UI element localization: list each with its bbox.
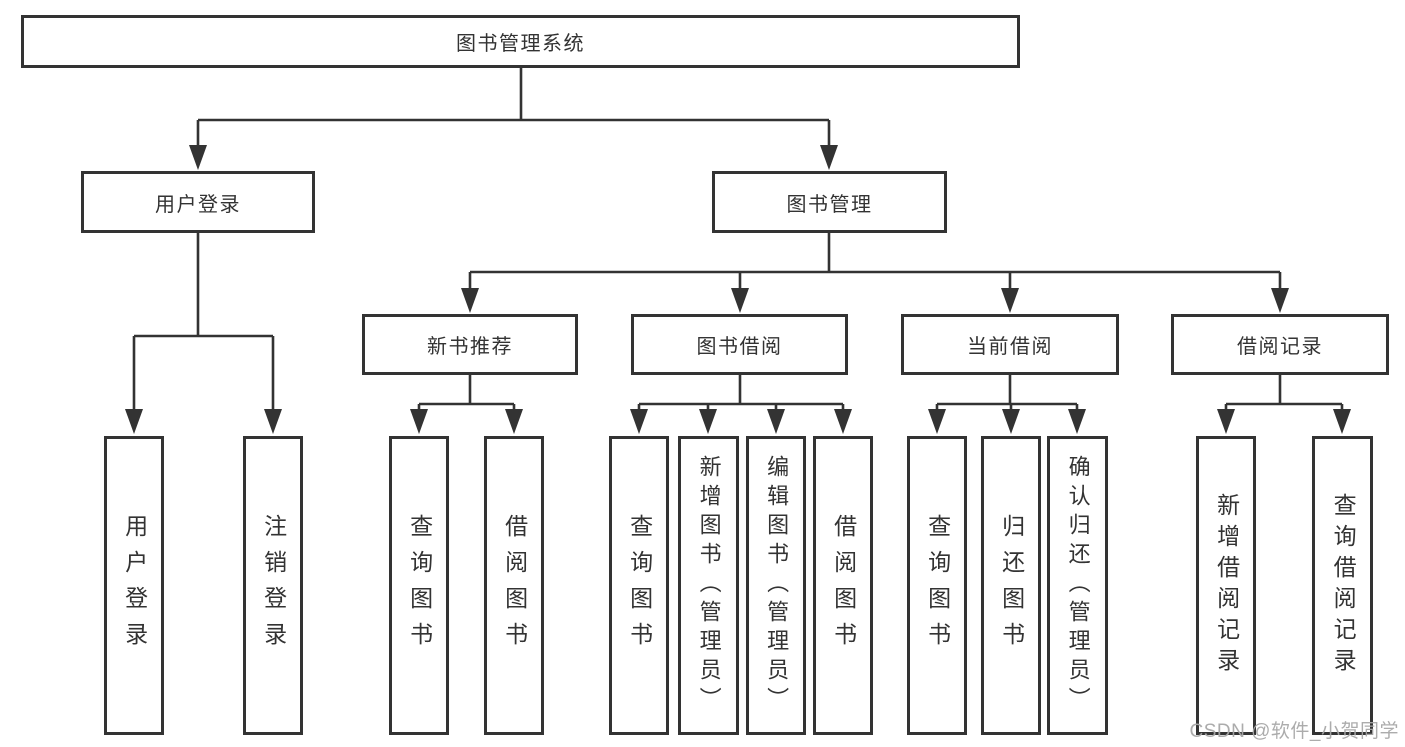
node-book-borrow: 图书借阅 <box>631 314 848 375</box>
arrowhead <box>731 288 749 313</box>
arrowhead <box>699 409 717 434</box>
connector-strokes <box>132 67 1344 411</box>
node-label: 借阅记录 <box>1237 336 1323 358</box>
connector-new-book-recommend <box>417 375 516 411</box>
arrowhead <box>1217 409 1235 434</box>
connector-borrow-records <box>1224 375 1344 411</box>
leaf-add-borrow-record: 新增借阅记录 <box>1196 436 1256 735</box>
leaf-query-borrow-record: 查询借阅记录 <box>1312 436 1373 735</box>
node-label: 新增借阅记录 <box>1213 492 1240 679</box>
arrowhead <box>1068 409 1086 434</box>
leaf-return-books: 归还图书 <box>981 436 1041 735</box>
leaf-user-login: 用户登录 <box>104 436 164 735</box>
arrowhead <box>189 145 207 170</box>
node-new-book-recommend: 新书推荐 <box>362 314 578 375</box>
arrowhead <box>461 288 479 313</box>
node-label: 查询借阅记录 <box>1330 492 1357 679</box>
leaf-borrow-books-recommend: 借阅图书 <box>484 436 544 735</box>
leaf-query-books-current: 查询图书 <box>907 436 967 735</box>
node-label: 确认归还（管理员） <box>1065 455 1091 716</box>
node-book-management: 图书管理 <box>712 171 947 233</box>
node-label: 图书管理系统 <box>456 33 585 55</box>
leaf-add-book-admin: 新增图书（管理员） <box>678 436 739 735</box>
arrowhead <box>1333 409 1351 434</box>
node-label: 查询图书 <box>924 513 951 658</box>
arrowheads <box>125 145 1351 434</box>
node-label: 用户登录 <box>121 513 148 658</box>
arrowhead <box>410 409 428 434</box>
arrowhead <box>264 409 282 434</box>
node-label: 查询图书 <box>626 513 653 658</box>
leaf-query-books-recommend: 查询图书 <box>389 436 449 735</box>
node-label: 当前借阅 <box>967 336 1053 358</box>
node-label: 借阅图书 <box>501 513 528 658</box>
connector-book-management <box>468 233 1282 290</box>
arrowhead <box>820 145 838 170</box>
leaf-edit-book-admin: 编辑图书（管理员） <box>746 436 806 735</box>
node-user-login: 用户登录 <box>81 171 315 233</box>
node-label: 查询图书 <box>406 513 433 658</box>
node-library-system: 图书管理系统 <box>21 15 1020 68</box>
arrowhead <box>1271 288 1289 313</box>
node-borrow-records: 借阅记录 <box>1171 314 1389 375</box>
arrowhead <box>1002 409 1020 434</box>
arrowhead <box>1001 288 1019 313</box>
arrowhead <box>834 409 852 434</box>
node-label: 借阅图书 <box>830 513 857 658</box>
connector-root <box>196 67 831 147</box>
leaf-confirm-return-admin: 确认归还（管理员） <box>1047 436 1108 735</box>
node-label: 用户登录 <box>155 193 241 216</box>
csdn-watermark: CSDN @软件_小贺同学 <box>1189 721 1399 742</box>
connector-user-login <box>132 233 275 411</box>
connector-current-borrow <box>935 375 1079 411</box>
arrowhead <box>767 409 785 434</box>
arrowhead <box>630 409 648 434</box>
leaf-logout: 注销登录 <box>243 436 303 735</box>
connector-book-borrow <box>637 375 845 411</box>
leaf-borrow-books: 借阅图书 <box>813 436 873 735</box>
node-label: 图书管理 <box>786 193 873 216</box>
node-label: 新书推荐 <box>427 336 513 358</box>
arrowhead <box>505 409 523 434</box>
arrowhead <box>125 409 143 434</box>
node-label: 注销登录 <box>260 513 287 658</box>
node-label: 编辑图书（管理员） <box>764 455 790 716</box>
node-label: 归还图书 <box>998 513 1025 658</box>
leaf-query-books-borrow: 查询图书 <box>609 436 669 735</box>
node-label: 图书借阅 <box>696 336 783 358</box>
node-label: 新增图书（管理员） <box>696 455 722 716</box>
node-current-borrow: 当前借阅 <box>901 314 1119 375</box>
arrowhead <box>928 409 946 434</box>
